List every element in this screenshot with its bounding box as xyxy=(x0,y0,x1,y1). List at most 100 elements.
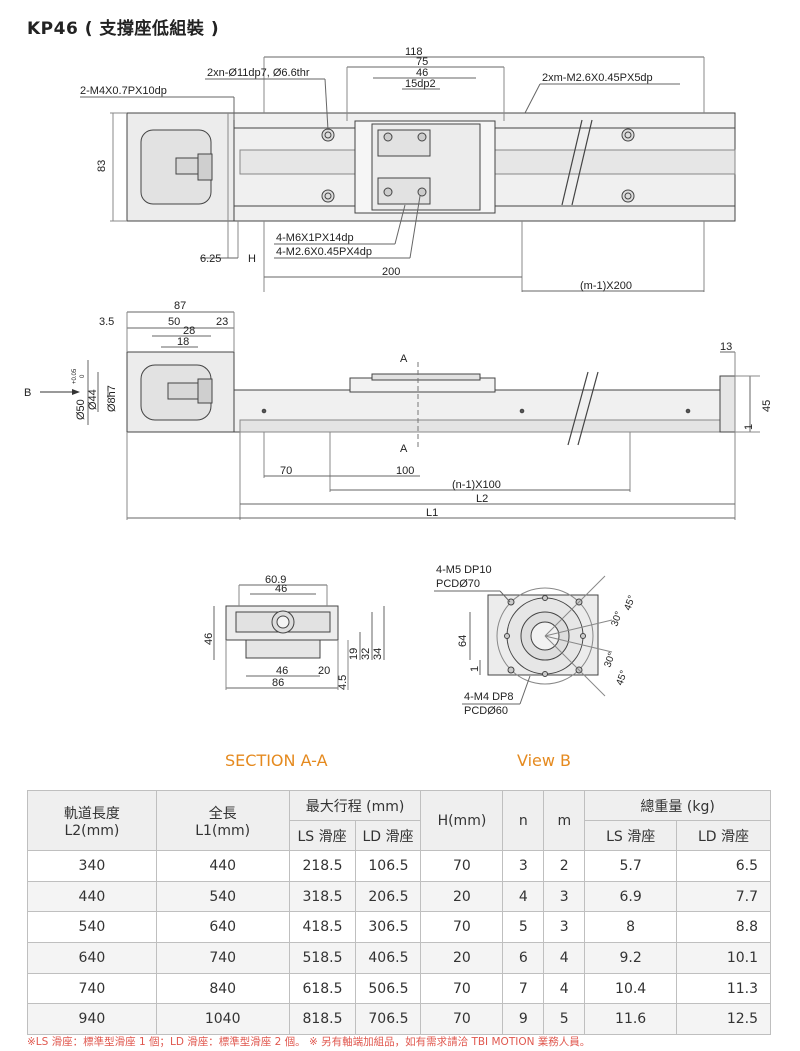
cell-l2: 340 xyxy=(27,850,157,882)
cell-stroke-ls: 518.5 xyxy=(288,942,356,974)
header-m: m xyxy=(543,790,586,851)
dim-46: 46 xyxy=(416,67,428,79)
dim-60-9: 60.9 xyxy=(265,574,286,586)
footnote: ※LS 滑座：標準型滑座 1 個；LD 滑座：標準型滑座 2 個。 ※ 另有軸端… xyxy=(27,1036,591,1048)
cell-l1: 840 xyxy=(155,972,290,1005)
tol-upper: +0.05 xyxy=(72,368,78,384)
dim-200: 200 xyxy=(382,266,400,278)
cell-m: 2 xyxy=(543,850,586,882)
table-row: 540 640 418.5 306.5 70 5 3 8 8.8 xyxy=(27,911,771,944)
dim-l1: L1 xyxy=(426,507,438,519)
cell-l2: 940 xyxy=(27,1003,157,1036)
cell-m: 4 xyxy=(543,942,586,974)
cell-stroke-ld: 706.5 xyxy=(354,1003,422,1036)
dim-l2: L2 xyxy=(476,493,488,505)
cell-stroke-ls: 818.5 xyxy=(288,1003,356,1036)
cell-stroke-ls: 318.5 xyxy=(288,880,356,913)
cell-n: 9 xyxy=(502,1003,545,1036)
dim-3-5: 3.5 xyxy=(99,316,114,328)
section-a-a: 60.9 46 46 19 32 34 46 20 86 4.5 xyxy=(203,574,385,690)
callout-pcd70: PCDØ70 xyxy=(436,578,480,590)
header-total-length: 全長 L1(mm) xyxy=(155,790,290,851)
header-n: n xyxy=(502,790,545,851)
dim-32: 32 xyxy=(360,648,372,660)
view-b-arrow-label: B xyxy=(24,387,31,399)
header-weight-ls: LS 滑座 xyxy=(584,820,678,851)
cell-stroke-ls: 618.5 xyxy=(288,972,356,1005)
dim-34: 34 xyxy=(372,648,384,660)
dim-4-5: 4.5 xyxy=(337,675,349,690)
dim-o50: Ø50 xyxy=(75,399,87,420)
section-mark-bottom: A xyxy=(400,443,408,455)
header-total-length-unit: L1(mm) xyxy=(195,822,251,839)
cell-h: 70 xyxy=(420,972,504,1005)
dim-n-1x100: (n-1)X100 xyxy=(452,479,501,491)
dim-13: 13 xyxy=(720,341,732,353)
cell-stroke-ld: 406.5 xyxy=(354,942,422,974)
cell-h: 70 xyxy=(420,1003,504,1036)
dim-o8h7: Ø8h7 xyxy=(106,385,118,412)
callout-m6: 4-M6X1PX14dp xyxy=(276,232,354,244)
table-row: 440 540 318.5 206.5 20 4 3 6.9 7.7 xyxy=(27,880,771,913)
header-weight: 總重量 (kg) xyxy=(584,790,771,821)
table-row: 340 440 218.5 106.5 70 3 2 5.7 6.5 xyxy=(27,850,771,882)
view-b-caption: View B xyxy=(517,751,572,770)
cell-n: 3 xyxy=(502,850,545,882)
cell-weight-ls: 5.7 xyxy=(584,850,678,882)
cell-l1: 440 xyxy=(155,850,290,882)
header-rail-length-cn: 軌道長度 xyxy=(63,805,120,822)
dim-46-bottom: 46 xyxy=(276,665,288,677)
table-row: 940 1040 818.5 706.5 70 9 5 11.6 12.5 xyxy=(27,1003,771,1036)
cell-n: 5 xyxy=(502,911,545,944)
cell-m: 5 xyxy=(543,1003,586,1036)
cell-weight-ld: 7.7 xyxy=(676,880,771,913)
cell-weight-ld: 11.3 xyxy=(676,972,771,1005)
dim-75: 75 xyxy=(416,56,428,68)
cell-stroke-ls: 218.5 xyxy=(288,850,356,882)
dim-18: 18 xyxy=(177,336,189,348)
cell-l2: 740 xyxy=(27,972,157,1005)
dim-m-1x200: (m-1)X200 xyxy=(580,280,632,292)
technical-drawing: 118 75 46 15dp2 83 6.25 H 200 (m-1)X200 … xyxy=(24,46,773,717)
cell-stroke-ls: 418.5 xyxy=(288,911,356,944)
dim-45: 45 xyxy=(761,400,773,412)
header-weight-ld: LD 滑座 xyxy=(676,820,771,851)
tol-lower: 0 xyxy=(80,374,86,378)
dim-h: H xyxy=(248,253,256,265)
dim-118: 118 xyxy=(405,46,423,58)
header-total-length-cn: 全長 xyxy=(208,805,237,822)
dim-86: 86 xyxy=(272,677,284,689)
cell-stroke-ld: 106.5 xyxy=(354,850,422,882)
cell-h: 20 xyxy=(420,880,504,913)
dim-15dp2: 15dp2 xyxy=(405,78,436,90)
dim-64: 64 xyxy=(457,635,469,647)
cell-stroke-ld: 206.5 xyxy=(354,880,422,913)
header-rail-length-unit: L2(mm) xyxy=(64,822,120,839)
callout-m4: 4-M4 DP8 xyxy=(464,691,514,703)
cell-weight-ld: 6.5 xyxy=(676,850,771,882)
dim-1: 1 xyxy=(743,424,755,430)
cell-weight-ld: 12.5 xyxy=(676,1003,771,1036)
callout-counterbore: 2xn-Ø11dp7, Ø6.6thr xyxy=(207,67,310,79)
cell-l1: 740 xyxy=(155,942,290,974)
table-header-row: 軌道長度 L2(mm) 全長 L1(mm) 最大行程 (mm) H(mm) n … xyxy=(27,790,771,851)
spec-table: 軌道長度 L2(mm) 全長 L1(mm) 最大行程 (mm) H(mm) n … xyxy=(27,790,771,1036)
section-mark-top: A xyxy=(400,353,408,365)
dim-46-top: 46 xyxy=(275,583,287,595)
dim-100: 100 xyxy=(396,465,414,477)
header-rail-length: 軌道長度 L2(mm) xyxy=(27,790,157,851)
dim-6-25: 6.25 xyxy=(200,253,221,265)
cell-weight-ls: 6.9 xyxy=(584,880,678,913)
callout-m4-thread: 2-M4X0.7PX10dp xyxy=(80,85,167,97)
cell-n: 6 xyxy=(502,942,545,974)
cell-l1: 1040 xyxy=(155,1003,290,1036)
header-stroke-ls: LS 滑座 xyxy=(288,820,356,851)
cell-l2: 440 xyxy=(27,880,157,913)
dim-87: 87 xyxy=(174,300,186,312)
header-stroke-ld: LD 滑座 xyxy=(354,820,422,851)
cell-l1: 540 xyxy=(155,880,290,913)
cell-l1: 640 xyxy=(155,911,290,944)
callout-pcd60: PCDØ60 xyxy=(464,705,508,717)
cell-l2: 640 xyxy=(27,942,157,974)
cell-m: 3 xyxy=(543,911,586,944)
